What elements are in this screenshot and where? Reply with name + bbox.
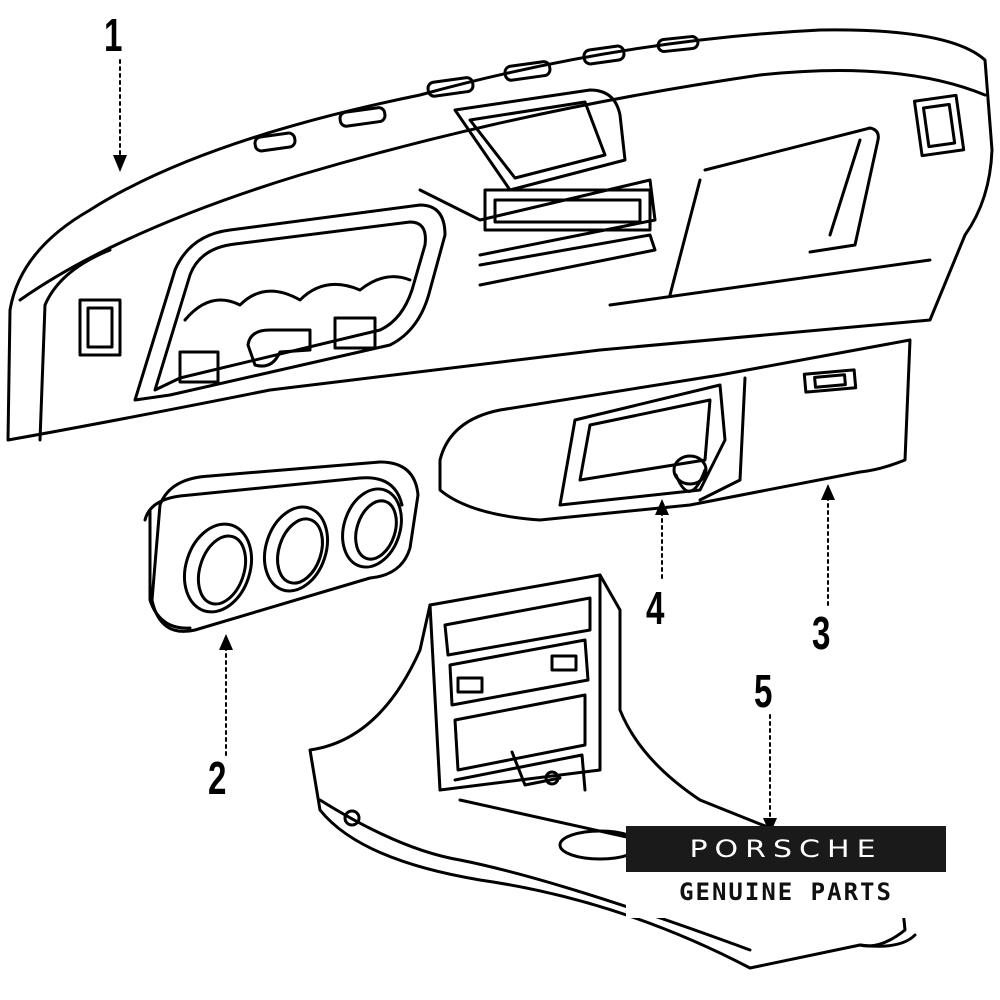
vent-bezel-part-2 [143, 460, 420, 633]
glovebox-part-3-4 [438, 338, 912, 522]
logo-wordmark-bar: PORSCHE [626, 826, 946, 872]
console-part-5 [308, 573, 917, 970]
callout-2: 2 [208, 752, 227, 804]
arrowhead-4 [655, 499, 669, 515]
callout-1: 1 [104, 9, 123, 61]
arrowhead-3 [821, 484, 835, 500]
arrowhead-2 [219, 634, 233, 650]
dashboard-part-1 [6, 28, 994, 442]
porsche-logo: PORSCHE GENUINE PARTS [626, 826, 946, 918]
callout-3: 3 [812, 607, 831, 659]
callout-4: 4 [646, 582, 665, 634]
arrowhead-1 [113, 155, 127, 172]
callout-5: 5 [754, 665, 773, 717]
leader-arrowheads [113, 155, 835, 834]
logo-tagline: GENUINE PARTS [679, 878, 893, 906]
leader-lines [119, 59, 829, 826]
logo-wordmark: PORSCHE [689, 835, 883, 863]
